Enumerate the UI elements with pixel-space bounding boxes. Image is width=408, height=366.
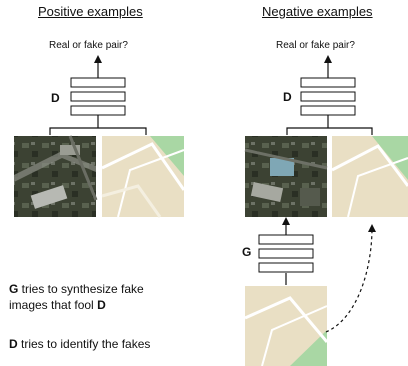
negative-aerial-photo [244,136,328,217]
discriminator-text: tries to identify the fakes [17,337,151,351]
generator-letter: G [9,282,19,296]
generator-text-d: D [97,298,106,312]
positive-examples-title: Positive examples [38,4,143,19]
positive-discriminator-label: D [51,91,60,105]
negative-map-image [331,136,408,218]
positive-map-image [101,136,186,218]
generator-text-line2: images that fool [9,298,98,312]
negative-generator-network [258,234,314,273]
generator-input-map [244,286,329,366]
positive-aerial-photo [14,135,98,217]
condition-dashed-arrow [325,224,376,333]
negative-input-bracket [286,127,373,135]
positive-question-label: Real or fake pair? [49,40,128,51]
positive-input-bracket [49,127,147,135]
negative-question-label: Real or fake pair? [276,40,355,51]
generator-explanation: G tries to synthesize fake images that f… [9,281,144,313]
negative-generator-label: G [242,245,252,259]
discriminator-explanation: D tries to identify the fakes [9,336,150,352]
positive-discriminator-network [70,77,126,116]
negative-discriminator-network [300,77,356,116]
discriminator-letter: D [9,337,18,351]
negative-discriminator-label: D [283,90,292,104]
generator-text-line1: tries to synthesize fake [18,282,144,296]
negative-examples-title: Negative examples [262,4,373,19]
